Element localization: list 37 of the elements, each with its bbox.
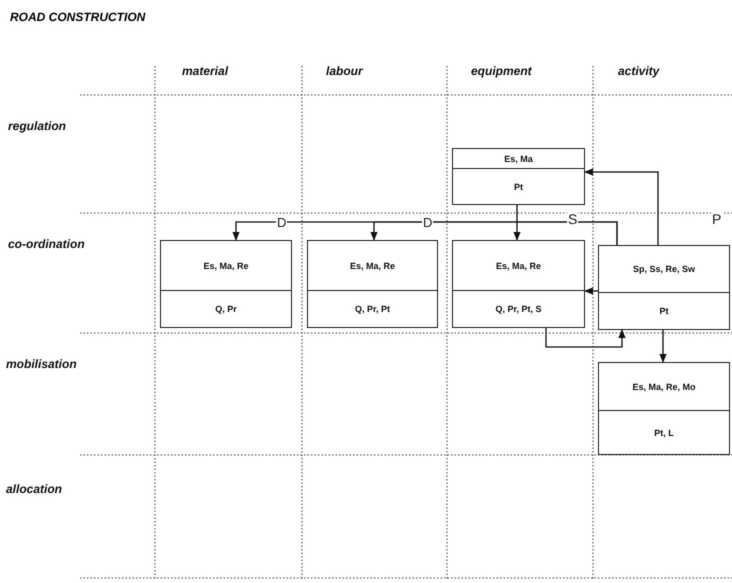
box-text: Pt <box>660 306 668 316</box>
row-header: co-ordination <box>8 237 85 251</box>
split-box <box>452 148 585 205</box>
arrow <box>545 328 626 348</box>
box-text: Es, Ma, Re, Mo <box>632 382 696 392</box>
arrow <box>659 330 667 363</box>
box-text: Q, Pr, Pt <box>354 304 390 314</box>
arrow <box>584 287 598 295</box>
box-text: Es, Ma, Re <box>203 260 249 270</box>
column-header: activity <box>618 64 660 78</box>
column-header: labour <box>326 64 363 78</box>
box-text: Q, Pr, Pt, S <box>495 304 542 314</box>
split-box <box>307 240 438 328</box>
box-text: Es, Ma, Re <box>496 260 542 270</box>
column-header: material <box>182 64 228 78</box>
box-text: Sp, Ss, Re, Sw <box>632 264 696 274</box>
box-text: Pt, L <box>654 428 674 438</box>
column-header: equipment <box>471 64 532 78</box>
edge-label: D <box>422 216 434 229</box>
letter-label: P <box>711 212 722 226</box>
row-header: allocation <box>6 482 62 496</box>
diagram-title: ROAD CONSTRUCTION <box>10 10 146 24</box>
box-text: Es, Ma, Re <box>350 260 396 270</box>
arrow <box>513 205 521 241</box>
arrow <box>584 168 659 245</box>
arrow <box>370 221 618 245</box>
split-box <box>160 240 292 328</box>
row-header: mobilisation <box>6 357 77 371</box>
row-header: regulation <box>8 119 66 133</box>
split-box <box>598 245 730 330</box>
box-text: Pt <box>514 182 523 192</box>
split-box <box>598 362 730 455</box>
letter-label: S <box>567 212 578 226</box>
edge-label: D <box>276 216 288 229</box>
box-text: Es, Ma <box>504 154 533 164</box>
box-text: Q, Pr <box>215 304 237 314</box>
split-box <box>452 240 585 328</box>
